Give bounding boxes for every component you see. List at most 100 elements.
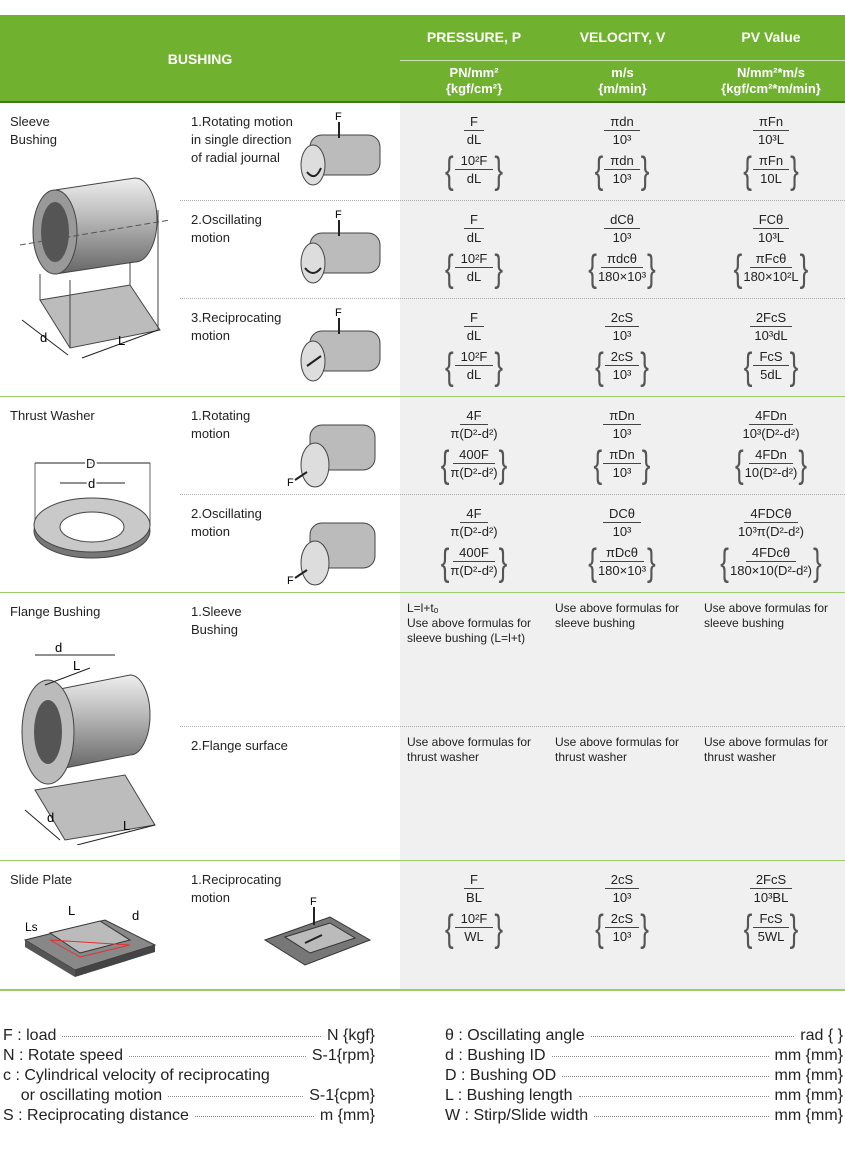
- label-d: d: [40, 330, 47, 345]
- denominator: dL: [466, 171, 482, 186]
- denominator: π(D²-d²): [450, 563, 498, 578]
- denominator: 10³dL: [754, 328, 788, 343]
- numerator: 10²F: [454, 152, 494, 170]
- pressure-note: Use above formulas for thrust washer: [407, 735, 532, 764]
- pv-note: Use above formulas for sleeve bushing: [704, 601, 829, 630]
- table-header: BUSHING PRESSURE, P VELOCITY, V PV Value…: [0, 15, 845, 103]
- numerator: dCθ: [604, 211, 640, 229]
- right-brace: }: [647, 539, 656, 584]
- numerator: 4F: [460, 407, 488, 425]
- right-brace: }: [494, 905, 504, 950]
- motion-label: 1.Rotating motion: [191, 408, 251, 441]
- numerator: 2cS: [604, 871, 640, 889]
- bushing-type-label: Sleeve Bushing: [10, 114, 57, 147]
- right-brace: }: [813, 539, 822, 584]
- svg-text:d: d: [88, 476, 95, 491]
- numerator: DCθ: [602, 505, 641, 523]
- numerator: 10²F: [454, 250, 494, 268]
- svg-text:F: F: [335, 307, 342, 319]
- right-brace: }: [647, 245, 656, 290]
- header-pv-unit: N/mm²*m/s{kgf/cm²*m/min}: [697, 65, 845, 97]
- numerator: F: [464, 309, 484, 327]
- rotating-journal-illustration: F: [300, 111, 381, 186]
- bushing-group: Sleeve Bushing 1.Rotating motion in singl…: [0, 103, 845, 397]
- pressure-note: L=l+tₒ Use above formulas for sleeve bus…: [407, 601, 532, 645]
- denominator: WL: [464, 929, 484, 944]
- svg-text:F: F: [310, 896, 317, 908]
- numerator: 4FDn: [749, 407, 793, 425]
- numerator: F: [464, 211, 484, 229]
- denominator: 10³: [612, 465, 632, 480]
- right-brace: }: [498, 539, 508, 584]
- legend-symbol: D : Bushing OD: [445, 1067, 557, 1084]
- label-L: L: [118, 333, 125, 348]
- unit-legacy: {kgf/cm²}: [445, 81, 503, 96]
- right-brace: }: [640, 343, 649, 388]
- left-brace: {: [743, 905, 753, 950]
- header-pressure: PRESSURE, P: [426, 29, 522, 45]
- svg-text:F: F: [335, 209, 342, 221]
- numerator: πDcθ: [599, 544, 645, 562]
- left-brace: {: [444, 147, 454, 192]
- header-pressure-unit: PN/mm²{kgf/cm²}: [400, 65, 548, 97]
- legend-item: c : Cylindrical velocity of reciprocatin…: [3, 1067, 375, 1084]
- numerator: 400F: [453, 544, 495, 562]
- numerator: πdcθ: [601, 250, 643, 268]
- denominator: dL: [466, 269, 482, 284]
- motion-row: 1.Rotating motion in single direction of…: [180, 103, 845, 201]
- denominator: 10³: [612, 171, 632, 186]
- unit-si: N/mm²*m/s: [737, 65, 805, 80]
- numerator: 2FcS: [749, 309, 793, 327]
- denominator: 5WL: [757, 929, 785, 944]
- numerator: 4FDCθ: [744, 505, 798, 523]
- sleeve-bushing-illustration: d L: [19, 177, 171, 359]
- right-brace: }: [789, 343, 799, 388]
- legend-symbol: W : Stirp/Slide width: [445, 1107, 589, 1124]
- numerator: πFn: [752, 152, 790, 170]
- svg-text:D: D: [86, 456, 95, 471]
- legend-item: D : Bushing OD mm {mm}: [445, 1067, 843, 1084]
- legend-unit: mm {mm}: [774, 1067, 843, 1084]
- flange-bushing-illustration: d L d L: [21, 640, 156, 845]
- legend-unit: S-1{rpm}: [311, 1047, 375, 1064]
- denominator: 10³: [612, 367, 632, 382]
- numerator: πFn: [752, 113, 790, 131]
- left-brace: {: [734, 441, 744, 486]
- bushing-type-label: Slide Plate: [10, 872, 73, 887]
